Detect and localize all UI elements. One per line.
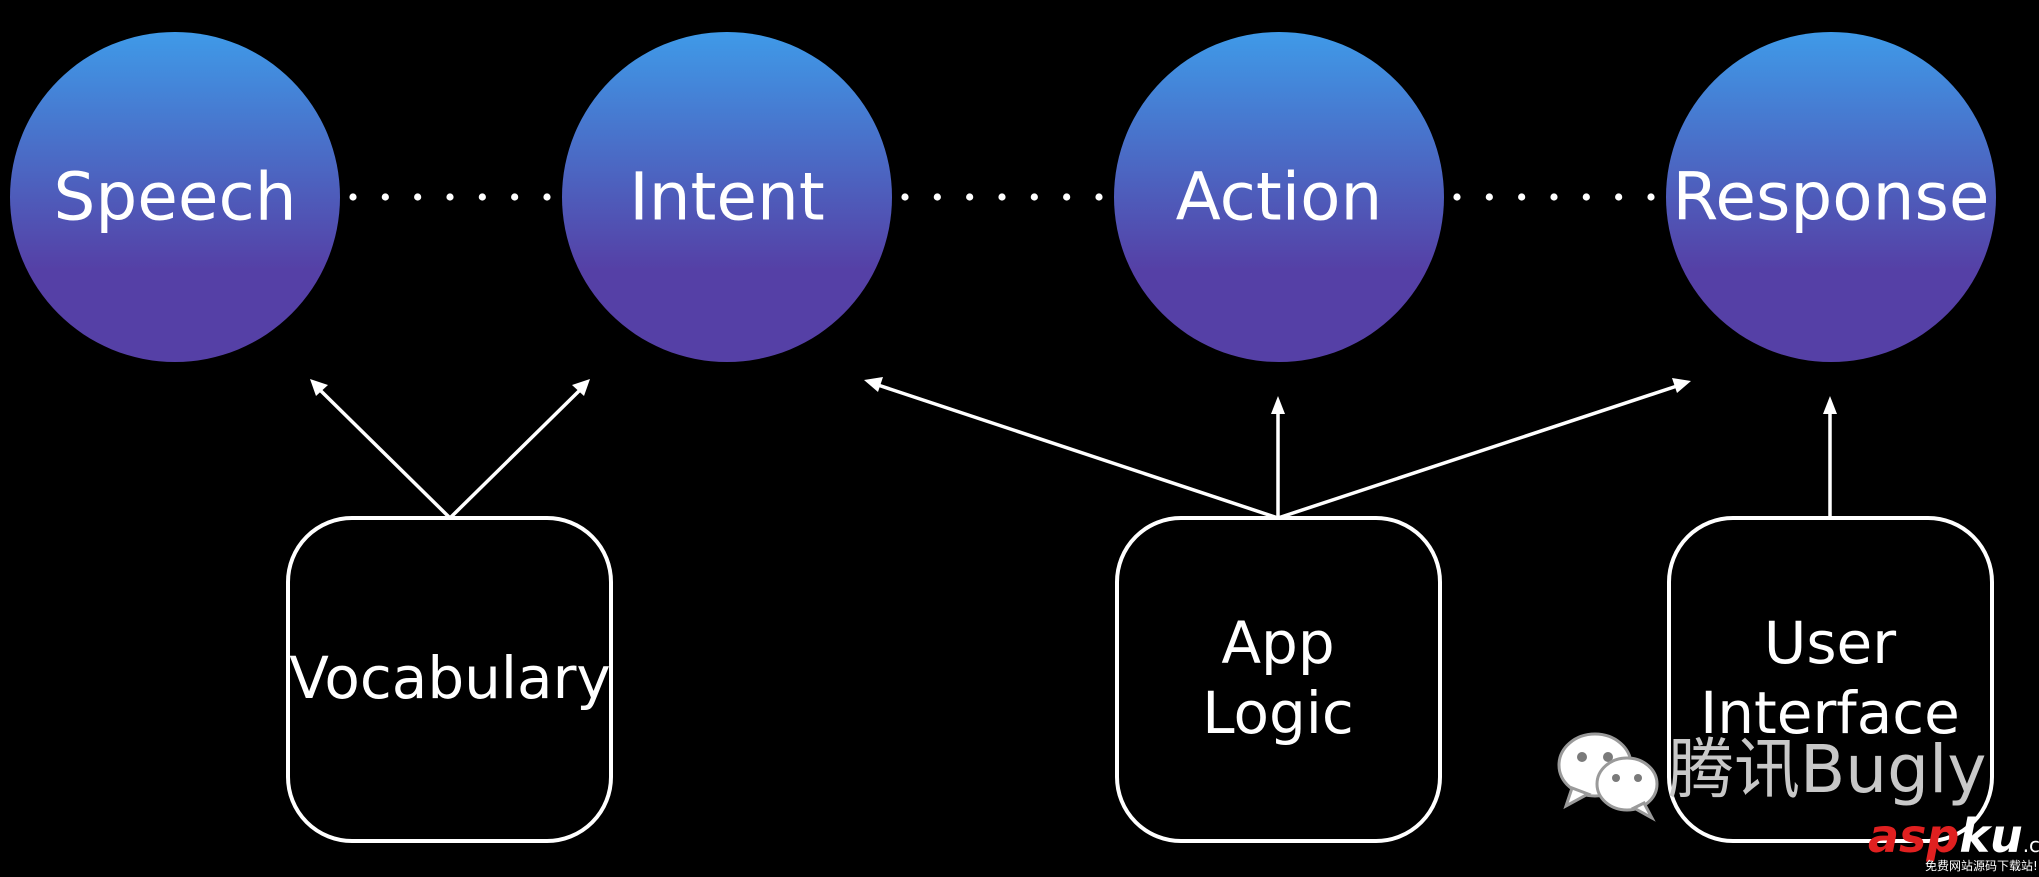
box-app-logic-label-line-1: App	[1221, 609, 1334, 677]
node-intent: Intent	[562, 32, 892, 362]
box-vocabulary: Vocabulary	[286, 516, 613, 843]
connector-dot	[1453, 193, 1461, 201]
arrow-app-logic-to-intent	[864, 377, 1279, 520]
box-user-interface-frame	[1667, 516, 1994, 843]
node-intent-circle	[562, 32, 892, 362]
connector-dot	[901, 193, 909, 201]
watermark-brand-text: 腾讯Bugly	[1668, 731, 1986, 808]
connector-dot	[1550, 193, 1558, 201]
connector-dot	[933, 193, 941, 201]
box-user-interface-label-line-2: Interface	[1700, 679, 1960, 747]
connector-dot	[1063, 193, 1071, 201]
node-response-label: Response	[1673, 159, 1990, 236]
connector-dot	[966, 193, 974, 201]
watermark-bugly: 腾讯Bugly	[1557, 731, 1986, 822]
dotted-connector-intent-action	[901, 193, 1103, 201]
connector-dot	[478, 193, 486, 201]
wechat-icon	[1557, 732, 1659, 822]
box-vocabulary-frame	[286, 516, 613, 843]
connector-dot	[1615, 193, 1623, 201]
node-speech-label: Speech	[53, 159, 296, 236]
watermark-aspku-logo: aspku.com	[1868, 809, 2039, 863]
connector-dot	[543, 193, 551, 201]
dotted-connector-action-response	[1453, 193, 1655, 201]
watermark-aspku-suffix: .com	[2023, 833, 2039, 857]
box-app-logic-frame	[1115, 516, 1442, 843]
box-user-interface-label-line-1: User	[1764, 609, 1896, 677]
arrow-user-interface-to-response	[1823, 396, 1837, 518]
node-action: Action	[1114, 32, 1444, 362]
node-action-label: Action	[1176, 159, 1383, 236]
connector-dot	[511, 193, 519, 201]
node-speech-circle	[10, 32, 340, 362]
connector-dot	[1582, 193, 1590, 201]
watermark-aspku-tagline: 免费网站源码下载站!	[1925, 858, 2038, 873]
node-speech: Speech	[10, 32, 340, 362]
connector-dot	[1030, 193, 1038, 201]
connector-dot	[1485, 193, 1493, 201]
connector-dot	[414, 193, 422, 201]
connector-dot	[381, 193, 389, 201]
arrow-app-logic-to-response	[1277, 378, 1691, 520]
arrows	[310, 377, 1837, 520]
arrow-app-logic-to-action	[1271, 396, 1285, 518]
arrow-vocabulary-to-speech	[310, 379, 452, 520]
dotted-connector-speech-intent	[349, 193, 551, 201]
node-intent-label: Intent	[629, 159, 825, 236]
watermark-aspku: aspku.com 免费网站源码下载站!	[1868, 809, 2039, 873]
connector-dot	[446, 193, 454, 201]
arrow-vocabulary-to-intent	[448, 379, 590, 520]
connector-dot	[1647, 193, 1655, 201]
watermark-aspku-red: asp	[1868, 809, 1959, 863]
connector-dot	[349, 193, 357, 201]
dotted-connectors	[349, 193, 1655, 201]
node-response: Response	[1666, 32, 1996, 362]
watermark-aspku-white: ku	[1959, 809, 2022, 863]
box-app-logic-label-line-2: Logic	[1202, 679, 1354, 747]
box-user-interface: User Interface	[1667, 516, 1994, 843]
box-app-logic: App Logic	[1115, 516, 1442, 843]
connector-dot	[1518, 193, 1526, 201]
connector-dot	[1095, 193, 1103, 201]
node-action-circle	[1114, 32, 1444, 362]
connector-dot	[998, 193, 1006, 201]
node-response-circle	[1666, 32, 1996, 362]
box-vocabulary-label: Vocabulary	[289, 644, 611, 712]
